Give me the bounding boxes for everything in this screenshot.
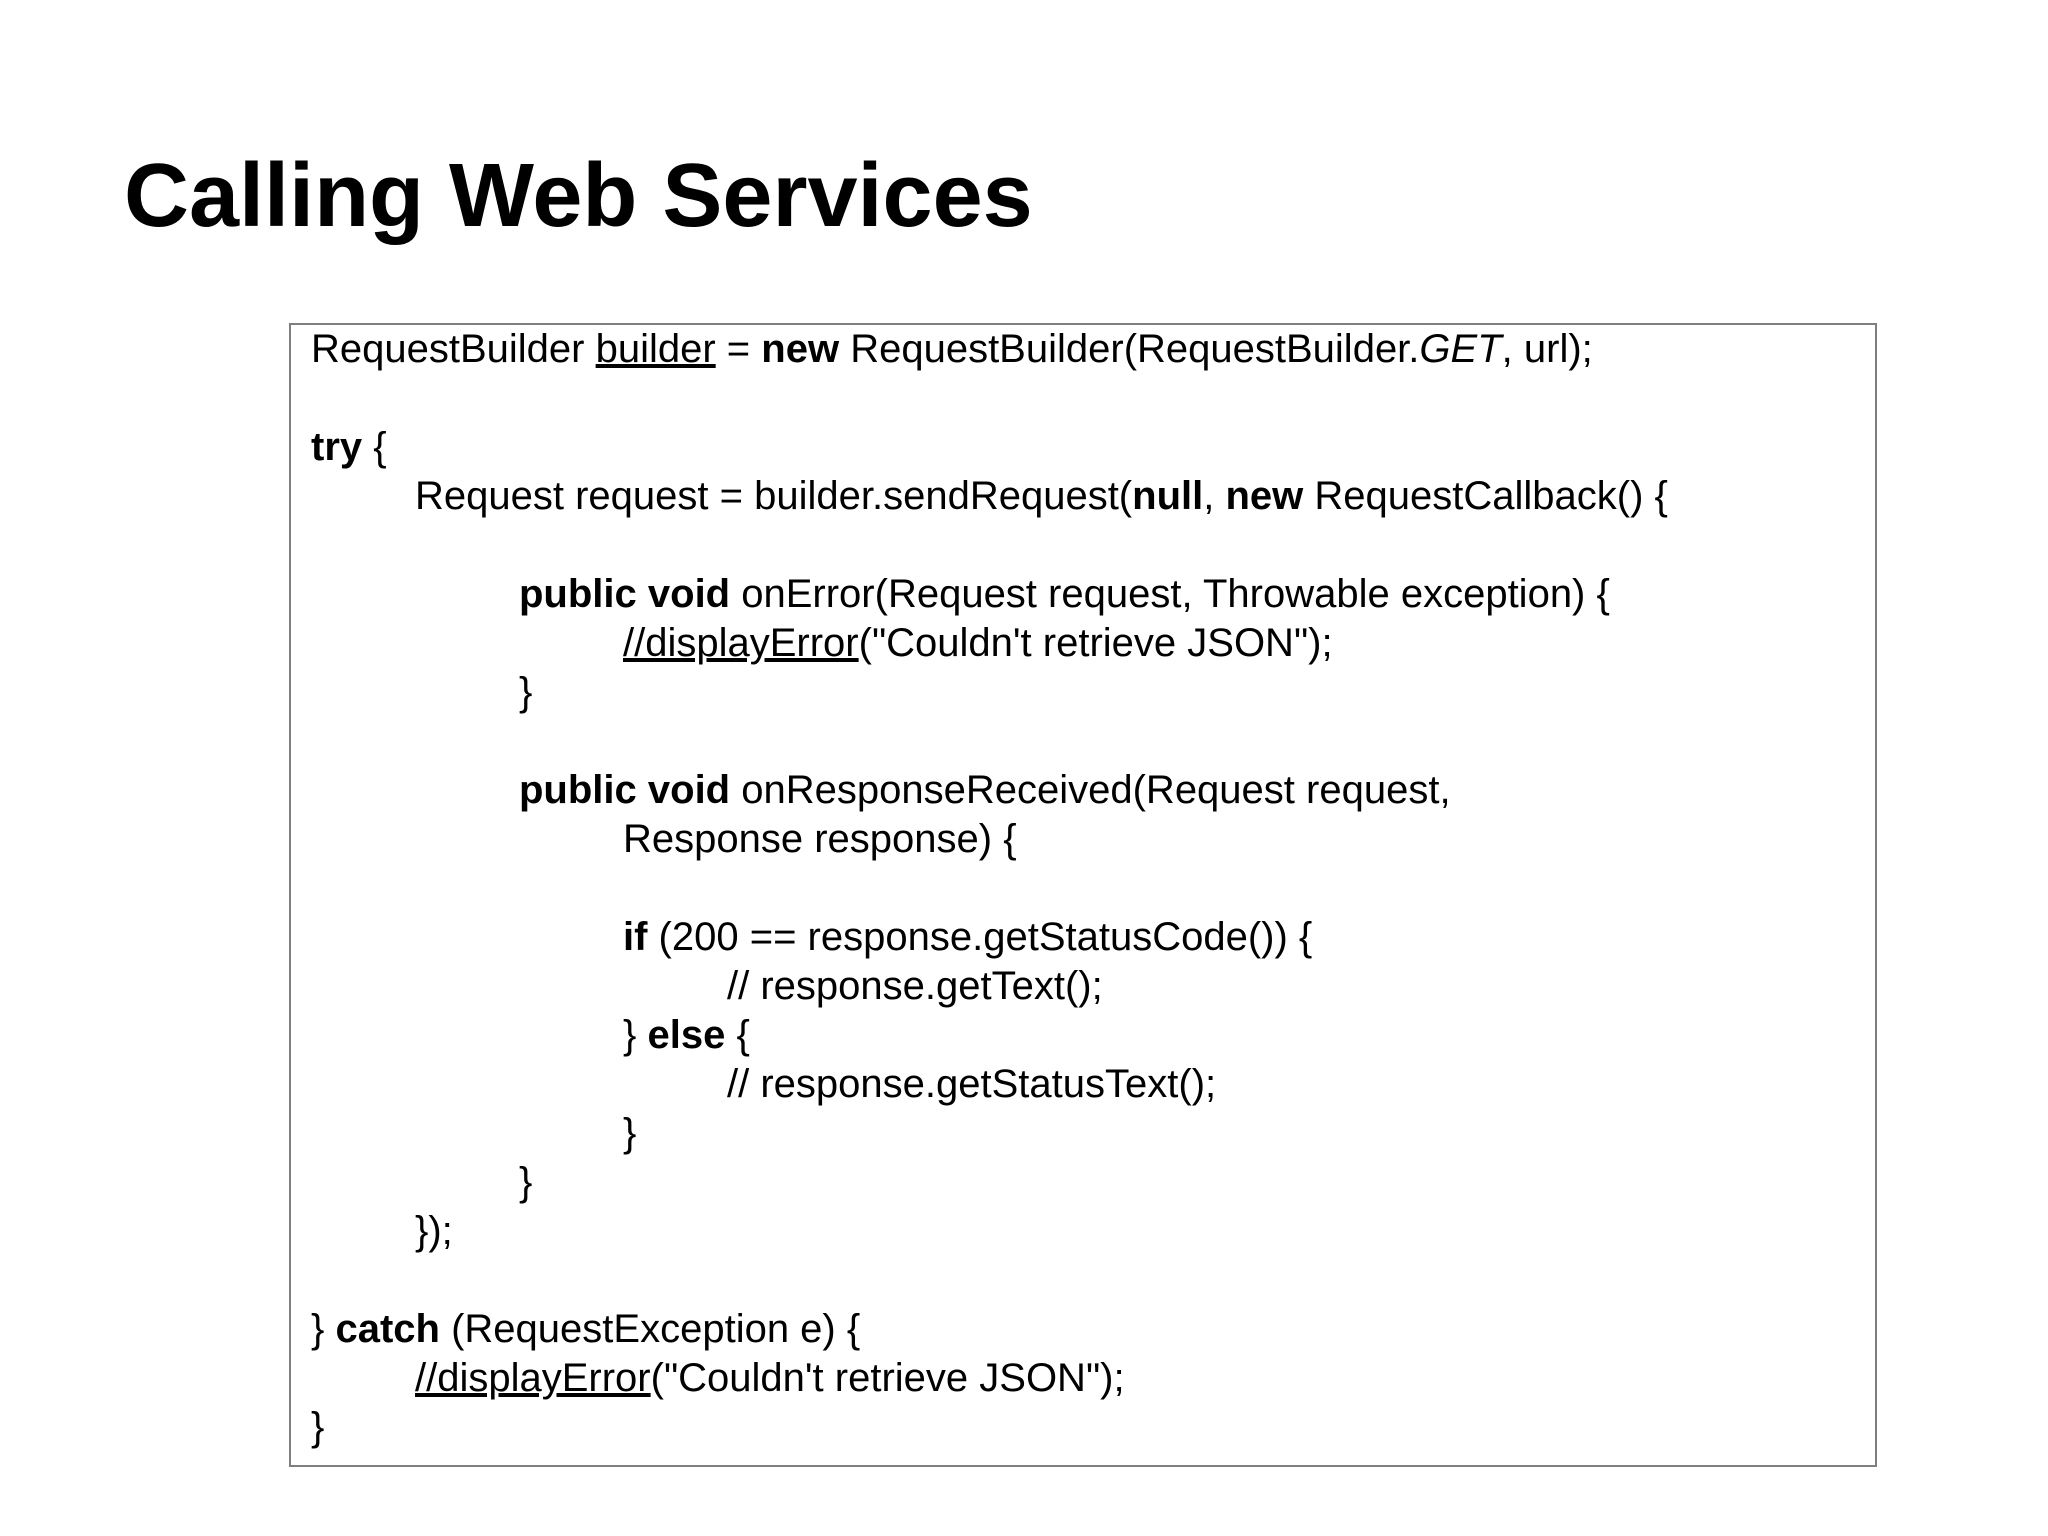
- code-line: }: [311, 1405, 325, 1449]
- code-line: } else {: [623, 1013, 750, 1057]
- code-line: [311, 717, 1855, 766]
- code-panel: RequestBuilder builder = new RequestBuil…: [289, 323, 1877, 1467]
- code-line: }: [519, 670, 533, 714]
- code-line: public void onResponseReceived(Request r…: [519, 768, 1451, 812]
- code-line: } catch (RequestException e) {: [311, 1307, 861, 1351]
- code-line: //displayError("Couldn't retrieve JSON")…: [415, 1356, 1125, 1400]
- code-line: }: [519, 1160, 533, 1204]
- code-line: RequestBuilder builder = new RequestBuil…: [311, 327, 1593, 371]
- code-line: [311, 1256, 1855, 1305]
- code-line: // response.getText();: [727, 964, 1103, 1008]
- code-line: public void onError(Request request, Thr…: [519, 572, 1610, 616]
- code-line: try {: [311, 425, 387, 469]
- code-line: if (200 == response.getStatusCode()) {: [623, 915, 1313, 959]
- code-line: Request request = builder.sendRequest(nu…: [415, 474, 1668, 518]
- code-line: // response.getStatusText();: [727, 1062, 1217, 1106]
- code-line: [311, 374, 1855, 423]
- code-line: //displayError("Couldn't retrieve JSON")…: [623, 621, 1333, 665]
- page-title: Calling Web Services: [124, 146, 1033, 246]
- code-line: }: [623, 1111, 637, 1155]
- code-block: RequestBuilder builder = new RequestBuil…: [311, 325, 1855, 1452]
- code-line: });: [415, 1209, 453, 1253]
- code-line: Response response) {: [623, 817, 1017, 861]
- code-line: [311, 521, 1855, 570]
- code-line: [311, 864, 1855, 913]
